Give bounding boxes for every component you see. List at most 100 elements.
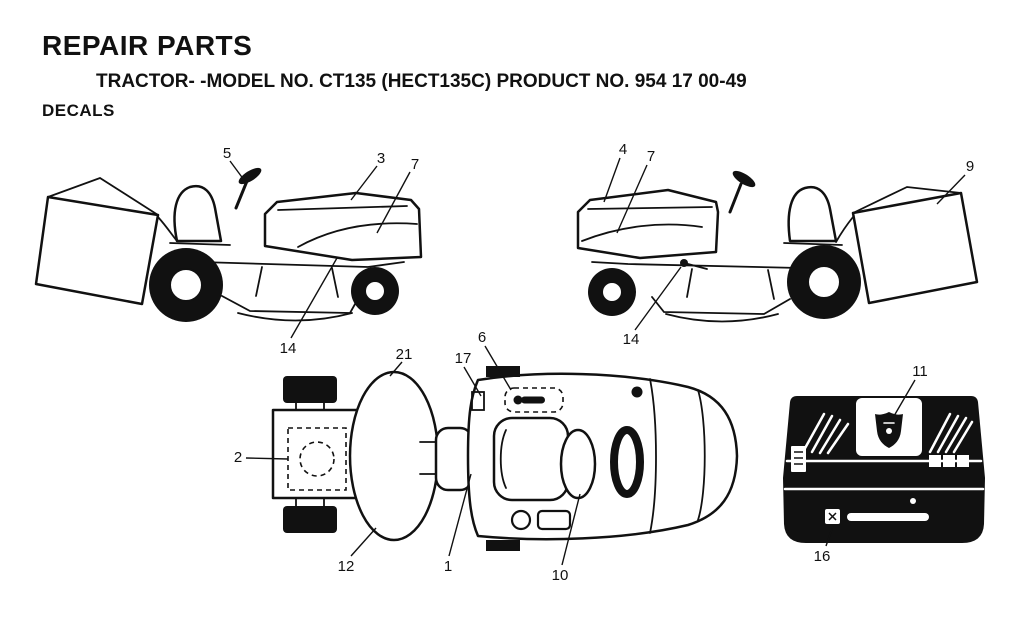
callout-7-right: 7 — [647, 148, 655, 165]
shield-emblem-dot — [886, 428, 892, 434]
callout-1: 1 — [444, 558, 452, 575]
steering-column — [234, 179, 249, 210]
rear-wheel-bottom — [283, 506, 337, 533]
callout-21: 21 — [396, 346, 413, 363]
frame-step-line — [591, 261, 801, 269]
tractor-top-view: 21 17 6 2 12 1 10 — [234, 329, 739, 584]
callout-14-right: 14 — [623, 331, 640, 348]
throttle-decal-dot — [680, 259, 688, 267]
callout-5: 5 — [223, 145, 231, 162]
fuel-tank-ring — [610, 426, 644, 498]
fender-opening — [559, 428, 597, 500]
fuel-cap — [510, 509, 532, 531]
tractor-rear-view: 11 16 — [783, 363, 985, 565]
callout-6: 6 — [478, 329, 486, 346]
callout-16: 16 — [814, 548, 831, 565]
steering-column — [728, 182, 743, 214]
callout-7-left: 7 — [411, 156, 419, 173]
grass-catcher-bag — [851, 191, 979, 305]
grille-hatch-line — [928, 412, 952, 454]
grille-hatch-line — [826, 422, 850, 455]
callout-10: 10 — [552, 567, 569, 584]
grille-hatch-line — [810, 414, 834, 454]
hood-side-stripe-decal — [297, 222, 418, 248]
grille-hatch-line — [944, 416, 968, 454]
seat — [787, 185, 838, 243]
hood-contour-line — [649, 378, 657, 534]
grille-hatch-line — [818, 418, 842, 455]
deck-hanger-right — [767, 269, 775, 300]
mower-deck — [221, 295, 360, 314]
seat — [173, 184, 223, 243]
leader-5 — [229, 160, 248, 185]
mower-deck-skirt — [665, 313, 779, 323]
rear-wheel-top — [283, 376, 337, 403]
rear-wheel-hub — [807, 265, 841, 299]
hood — [576, 188, 720, 260]
leader-16 — [825, 525, 834, 547]
seat-base-line — [783, 242, 843, 246]
rear-fender-line — [835, 216, 854, 243]
callout-2: 2 — [234, 449, 242, 466]
hood-crease-line — [587, 206, 713, 210]
leader-10 — [561, 493, 581, 566]
callout-9: 9 — [966, 158, 974, 175]
page-title: REPAIR PARTS — [42, 30, 253, 61]
tractor-right-side-view: 4 7 9 14 — [576, 141, 979, 348]
small-decal-glyph — [828, 512, 837, 521]
leader-14-left — [290, 257, 338, 339]
grass-catcher-bag — [34, 195, 160, 306]
small-panel — [536, 509, 572, 531]
leader-7-right — [616, 164, 648, 234]
grille-hatch-line — [802, 412, 826, 452]
hood-crease-line — [277, 205, 408, 211]
section-label: DECALS — [42, 101, 115, 120]
grille-hatch-line — [936, 414, 960, 454]
mower-deck-skirt — [237, 312, 353, 322]
leader-2 — [245, 457, 289, 460]
leader-17 — [463, 366, 482, 397]
dash-decal-outline — [504, 387, 564, 413]
reflector-square — [943, 455, 955, 467]
latch-dot — [910, 498, 916, 504]
leader-1 — [448, 473, 472, 557]
fender-cap — [631, 386, 643, 398]
callout-11: 11 — [912, 363, 928, 380]
steering-wheel-top — [348, 370, 440, 542]
tractor-left-side-view: 5 3 7 14 — [34, 145, 423, 357]
callout-14-left: 14 — [280, 340, 297, 357]
frame-step-line — [199, 261, 405, 268]
deck-hanger-right — [331, 267, 339, 298]
seat-base-line — [169, 242, 231, 246]
hood-side-stripe-decal — [581, 223, 703, 242]
model-subtitle: TRACTOR- -MODEL NO. CT135 (HECT135C) PRO… — [96, 71, 747, 92]
leader-7-left — [376, 171, 411, 234]
footrest-pad-top — [486, 366, 520, 377]
warning-label-left — [791, 446, 806, 472]
leader-4 — [603, 157, 621, 203]
bumper-slot-decal — [847, 513, 929, 521]
steering-wheel — [732, 170, 756, 188]
leader-12 — [350, 527, 377, 557]
callout-4: 4 — [619, 141, 627, 158]
leader-3 — [350, 165, 378, 201]
grass-catcher-lid — [47, 177, 159, 216]
callout-3: 3 — [377, 150, 385, 167]
leader-21 — [389, 361, 403, 377]
leader-9 — [936, 174, 966, 205]
dash-handle-knob — [513, 395, 523, 405]
front-wheel-hub — [364, 280, 386, 302]
grass-catcher-lid — [852, 186, 962, 214]
mower-deck — [651, 296, 791, 315]
steering-column-cover — [434, 426, 474, 492]
callout-17: 17 — [455, 350, 472, 367]
reflector-square — [957, 455, 969, 467]
rear-wheel-hub — [169, 268, 203, 302]
decal-outline-circle — [299, 441, 335, 477]
seat-cushion-line — [499, 429, 507, 489]
hood-contour-line — [697, 389, 706, 521]
throttle-lever-line — [687, 263, 708, 270]
deck-hanger-left — [255, 266, 263, 297]
